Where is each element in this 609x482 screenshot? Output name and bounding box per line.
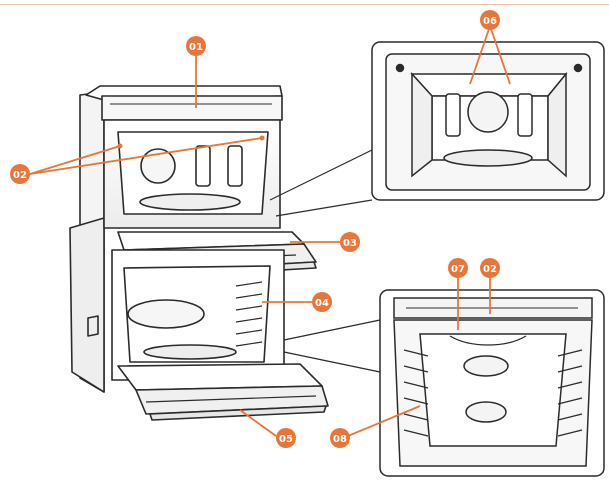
callout-leaders	[29, 25, 511, 437]
callout-02-upper: 02	[10, 164, 30, 184]
lower-door	[135, 385, 329, 415]
top-rule	[0, 4, 609, 5]
callout-07: 07	[448, 258, 468, 278]
callout-02b-label: 02	[483, 264, 497, 275]
control-panel	[101, 95, 283, 121]
callout-02-label: 02	[13, 170, 27, 181]
callout-05: 05	[276, 428, 296, 448]
callout-03-label: 03	[343, 238, 357, 249]
callout-01-label: 01	[189, 42, 203, 53]
callout-dots	[117, 135, 265, 149]
callout-04: 04	[312, 292, 332, 312]
callout-03: 03	[340, 232, 360, 252]
callout-01: 01	[186, 36, 206, 56]
oven-unit	[69, 85, 329, 421]
cabinet-lower-side	[69, 217, 105, 393]
inset-upper-cavity	[371, 41, 605, 201]
callout-07-label: 07	[451, 264, 465, 275]
callout-08: 08	[330, 428, 350, 448]
callout-06: 06	[480, 10, 500, 30]
upper-fan	[140, 148, 176, 184]
callout-02-lower: 02	[480, 258, 500, 278]
callout-08-label: 08	[333, 434, 347, 445]
callout-05-label: 05	[279, 434, 293, 445]
inset-lower-cavity	[379, 289, 605, 477]
callout-06-label: 06	[483, 16, 497, 27]
inset-leaders	[269, 149, 381, 373]
callout-04-label: 04	[315, 298, 329, 309]
